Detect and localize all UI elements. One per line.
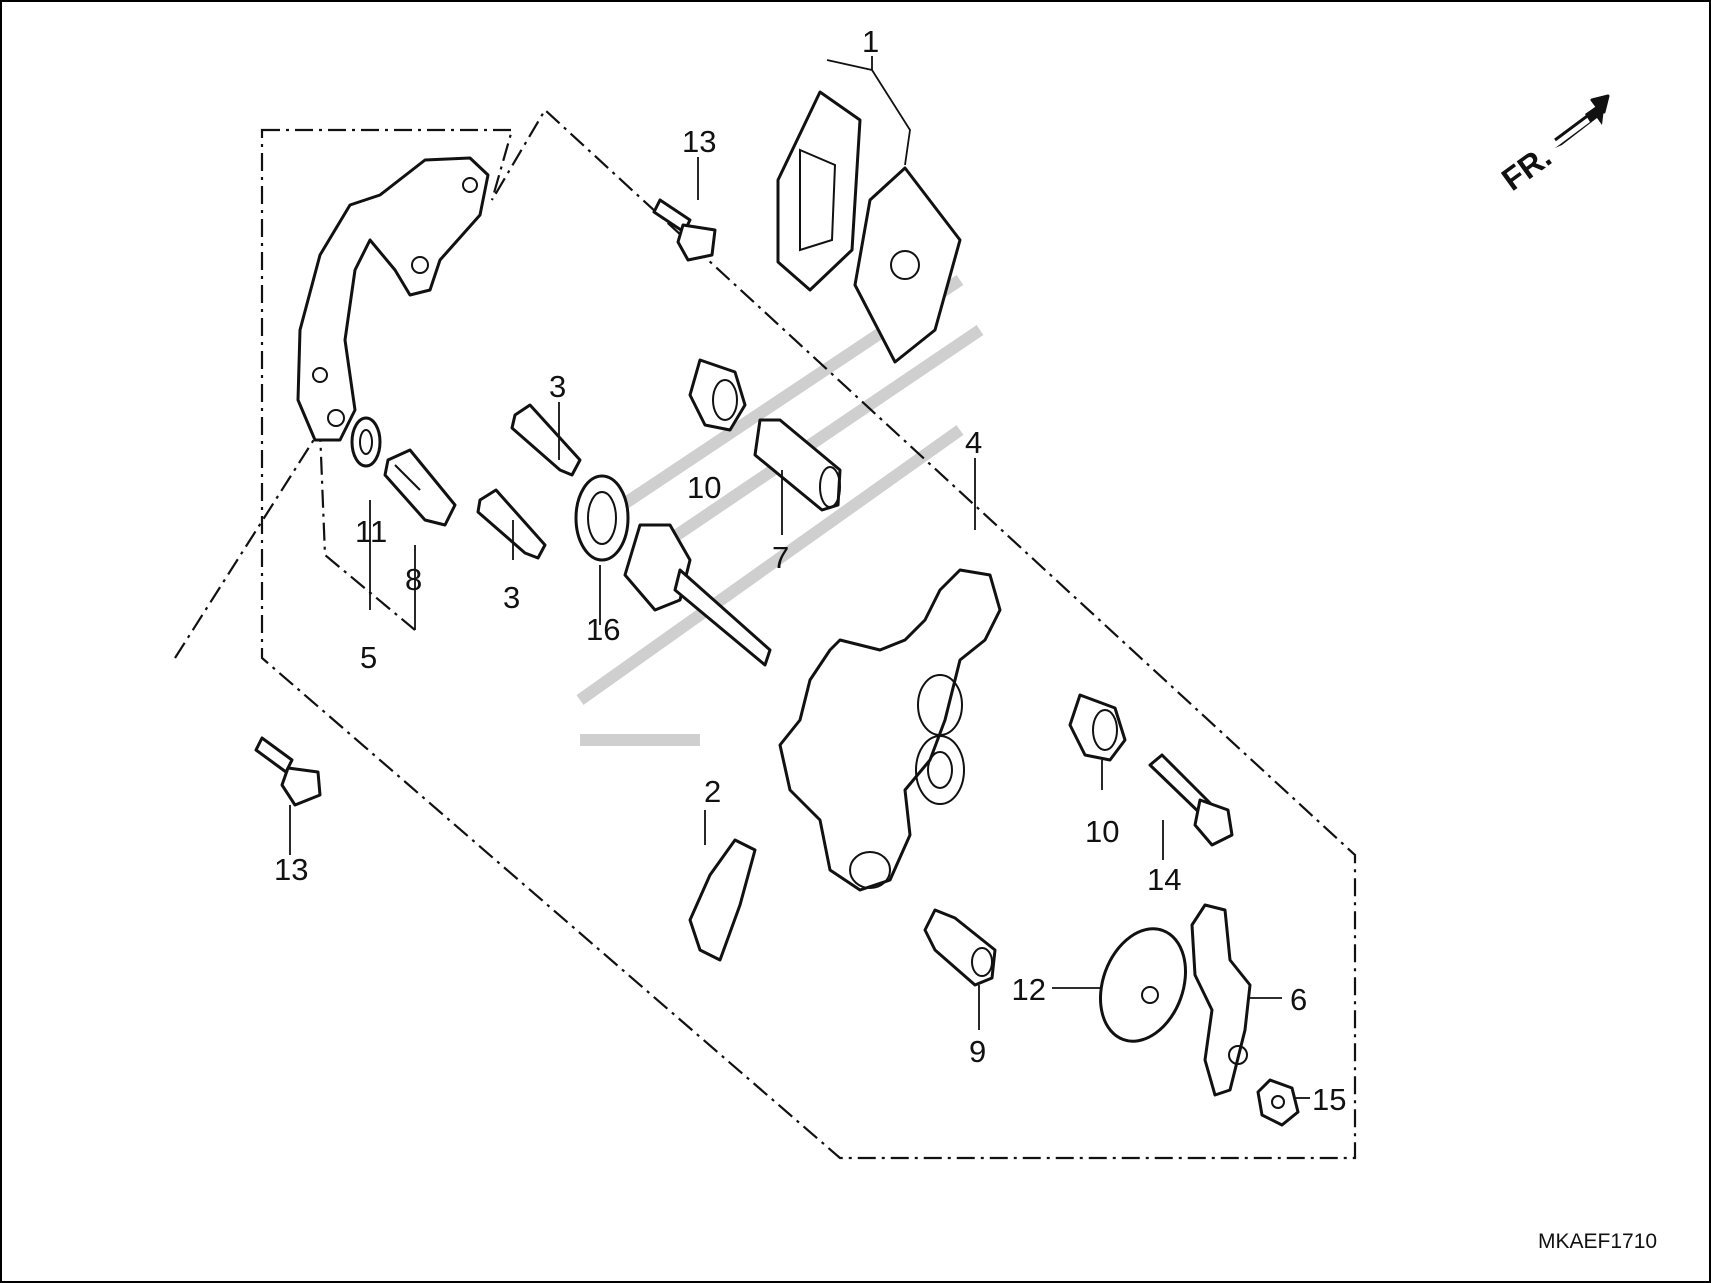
cover-12 — [1098, 927, 1188, 1043]
sleeve-7 — [753, 418, 842, 512]
caliper-body — [778, 568, 1002, 892]
front-direction-marker: FR. — [1495, 94, 1610, 198]
callout-14: 14 — [1147, 862, 1181, 897]
bolt-14 — [1148, 753, 1234, 847]
pin-8 — [383, 448, 457, 527]
bolt-13-lower — [254, 736, 322, 807]
washer-11 — [350, 416, 382, 468]
callout-16: 16 — [586, 612, 620, 647]
pin-3-upper — [510, 403, 582, 477]
callout-15: 15 — [1312, 1082, 1346, 1117]
callout-7: 7 — [772, 540, 789, 575]
nut-15 — [1256, 1078, 1300, 1127]
callout-3-upper: 3 — [549, 369, 566, 404]
callout-4: 4 — [965, 425, 982, 460]
callout-13-upper: 13 — [682, 124, 716, 159]
pad-clip-2 — [688, 838, 757, 962]
callout-2: 2 — [704, 774, 721, 809]
callout-13-lower: 13 — [274, 852, 308, 887]
leader-lines — [289, 56, 1310, 1099]
seal-16 — [574, 474, 630, 562]
pin-3-lower — [476, 488, 547, 560]
boot-10-upper — [688, 358, 747, 432]
callout-3-lower: 3 — [503, 580, 520, 615]
bleeder-9 — [923, 908, 997, 987]
callout-11: 11 — [355, 514, 387, 549]
piston — [623, 523, 772, 667]
callout-10-lower: 10 — [1085, 814, 1119, 849]
callout-1: 1 — [862, 24, 879, 59]
callout-8: 8 — [405, 562, 422, 597]
assembly-outline-bracket — [260, 108, 1357, 1160]
caliper-bracket — [296, 156, 490, 442]
brake-pad-set — [776, 90, 962, 364]
diagram-code: MKAEF1710 — [1538, 1230, 1657, 1253]
callout-6: 6 — [1290, 982, 1307, 1017]
bolt-13-upper — [652, 198, 717, 262]
callout-9: 9 — [969, 1034, 986, 1069]
callouts: 1 2 3 3 4 5 6 7 8 9 10 10 11 12 13 13 14… — [274, 24, 1346, 1117]
callout-12: 12 — [1012, 972, 1046, 1007]
callout-10-upper: 10 — [687, 470, 721, 505]
callout-5: 5 — [360, 640, 377, 675]
direction-label: FR. — [1495, 138, 1558, 197]
stay-6 — [1190, 903, 1252, 1097]
boot-10-lower — [1068, 693, 1127, 762]
